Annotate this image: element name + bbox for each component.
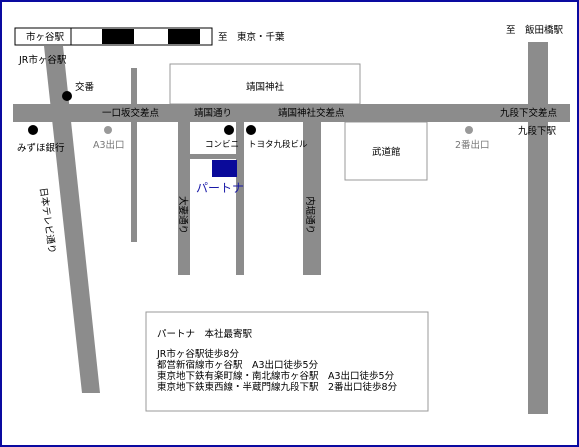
ichigozaka-crossing-label: 一口坂交差点 (102, 107, 160, 119)
road-a3-side (131, 68, 137, 242)
access-line-2: 都営新宿線市ヶ谷駅 A3出口徒歩5分 (157, 359, 319, 371)
mizuho-bank-marker (28, 125, 38, 135)
convenience-store-label: コンビニ (205, 140, 239, 150)
yasukuni-shrine-label: 靖国神社 (246, 81, 285, 93)
road-otsuma-dori (178, 120, 190, 275)
uchibori-dori-label: 内堀通り (304, 196, 316, 234)
koban-label: 交番 (75, 81, 95, 93)
road-yasukuni-dori (13, 104, 570, 122)
yasukuni-shrine-crossing-label: 靖国神社交差点 (278, 107, 345, 119)
toyota-building-label: トヨタ九段ビル (248, 139, 308, 150)
toyota-building-marker (246, 125, 256, 135)
koban-marker (62, 91, 72, 101)
road-uchibori-dori (303, 120, 321, 275)
station-sign-label: 市ヶ谷駅 (26, 31, 65, 43)
access-box (145, 311, 429, 412)
access-line-1: JR市ヶ谷駅徒歩8分 (156, 348, 239, 360)
roads (13, 42, 570, 414)
budokan-label: 武道館 (372, 146, 401, 158)
access-box-title: パートナ 本社最寄駅 (157, 328, 253, 340)
kudanshita-station-label: 九段下駅 (518, 125, 557, 137)
jr-railway (14, 27, 213, 46)
access-line-4: 東京地下鉄東西線・半蔵門線九段下駅 2番出口徒歩8分 (157, 381, 398, 393)
partner-label: パートナ (196, 181, 244, 195)
mizuho-bank-label: みずほ銀行 (17, 142, 65, 154)
kudanshita-crossing-label: 九段下交差点 (500, 107, 558, 119)
jr-station-label: JR市ヶ谷駅 (18, 54, 67, 66)
access-line-3: 東京地下鉄有楽町線・南北線市ヶ谷駅 A3出口徒歩5分 (157, 370, 395, 382)
to-tokyo-label: 至 東京・千葉 (218, 31, 285, 43)
road-lane-east (236, 120, 244, 275)
road-lane-cross (190, 154, 238, 159)
otsuma-dori-label: 大妻通り (177, 196, 189, 234)
road-kudanshita (528, 42, 548, 414)
partner-building (212, 160, 237, 177)
a3-exit-marker (104, 126, 112, 134)
exit2-label: 2番出口 (455, 139, 490, 151)
exit2-marker (465, 126, 473, 134)
to-iidabashi-label: 至 飯田橋駅 (506, 24, 564, 36)
yasukuni-dori-label: 靖国通り (194, 107, 232, 119)
a3-exit-label: A3出口 (93, 139, 125, 151)
convenience-store-marker (224, 125, 234, 135)
road-nittere-dori (44, 46, 100, 393)
